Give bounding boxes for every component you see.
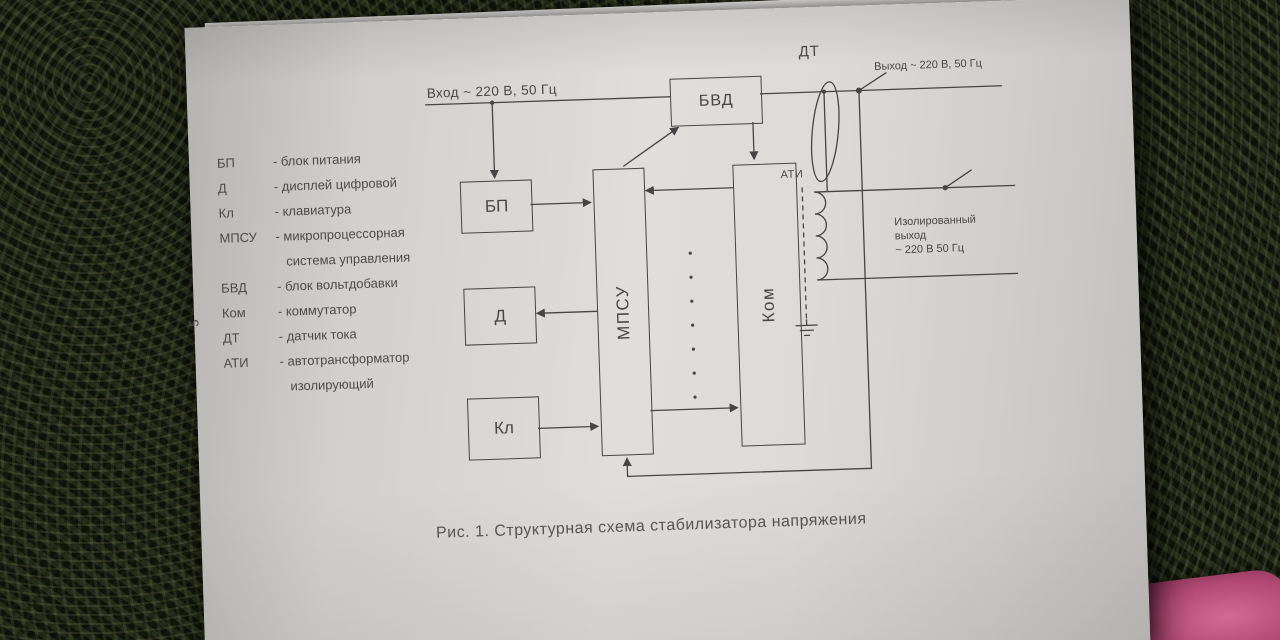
wire-to-transformer: [823, 91, 828, 192]
block-kom-label: Ком: [758, 286, 779, 323]
legend-term: МПСУ: [219, 229, 258, 246]
current-sensor-loop: [810, 81, 840, 183]
current-sensor-label: ДТ: [798, 42, 821, 61]
page-number: 5: [186, 319, 202, 328]
block-kom: Ком: [732, 162, 806, 447]
block-bvd-label: БВД: [698, 91, 734, 110]
ati-core-dashed: [801, 187, 808, 320]
diagram-svg: [425, 72, 1019, 478]
input-to-bp-wire: [489, 102, 499, 180]
block-kl: Кл: [466, 396, 541, 461]
block-mpsu-label: МПСУ: [612, 284, 634, 340]
block-mpsu: МПСУ: [592, 167, 654, 457]
input-wire: [425, 96, 671, 106]
bvd-to-kom-wire: [749, 122, 759, 161]
output-wire: [759, 85, 1002, 95]
kom-to-mpsu-wire: [644, 185, 734, 195]
legend-term: Ком: [221, 304, 246, 321]
isolated-output-label: Изолированный выход ~ 220 В 50 Гц: [894, 211, 1015, 257]
legend-term: Кл: [218, 205, 235, 221]
block-bvd: БВД: [669, 75, 763, 127]
legend: БП- блок питания Д- дисплей цифровой Кл-…: [217, 143, 475, 401]
block-kl-label: Кл: [493, 418, 515, 438]
mpsu-to-kom-wire: [650, 403, 739, 413]
legend-term: БП: [216, 155, 236, 171]
block-bp-label: БП: [484, 196, 509, 216]
output-switch: [858, 72, 887, 92]
isolated-top-wire: [814, 184, 1016, 193]
isolated-bottom-wire: [817, 272, 1019, 281]
ati-coil: [814, 191, 829, 281]
kl-to-mpsu-wire: [537, 422, 600, 432]
junction-dots: [489, 87, 948, 399]
paper-sheet: Вход ~ 220 В, 50 Гц Выход ~ 220 В, 50 Гц…: [184, 0, 1151, 640]
legend-term: ДТ: [222, 330, 240, 346]
pink-fabric-patch: [1127, 566, 1280, 640]
bp-to-mpsu-wire: [530, 198, 592, 208]
block-d: Д: [463, 286, 538, 346]
block-d-label: Д: [494, 305, 507, 326]
block-bp: БП: [459, 179, 534, 234]
isolated-switch: [944, 169, 972, 189]
mpsu-to-d-wire: [535, 308, 598, 318]
legend-term: БВД: [220, 279, 248, 296]
legend-term: АТИ: [223, 354, 249, 371]
legend-term: Д: [217, 180, 227, 196]
ground-bar-1: [795, 324, 818, 327]
mpsu-to-bvd-wire: [622, 126, 680, 167]
feedback-wire: [622, 90, 873, 478]
